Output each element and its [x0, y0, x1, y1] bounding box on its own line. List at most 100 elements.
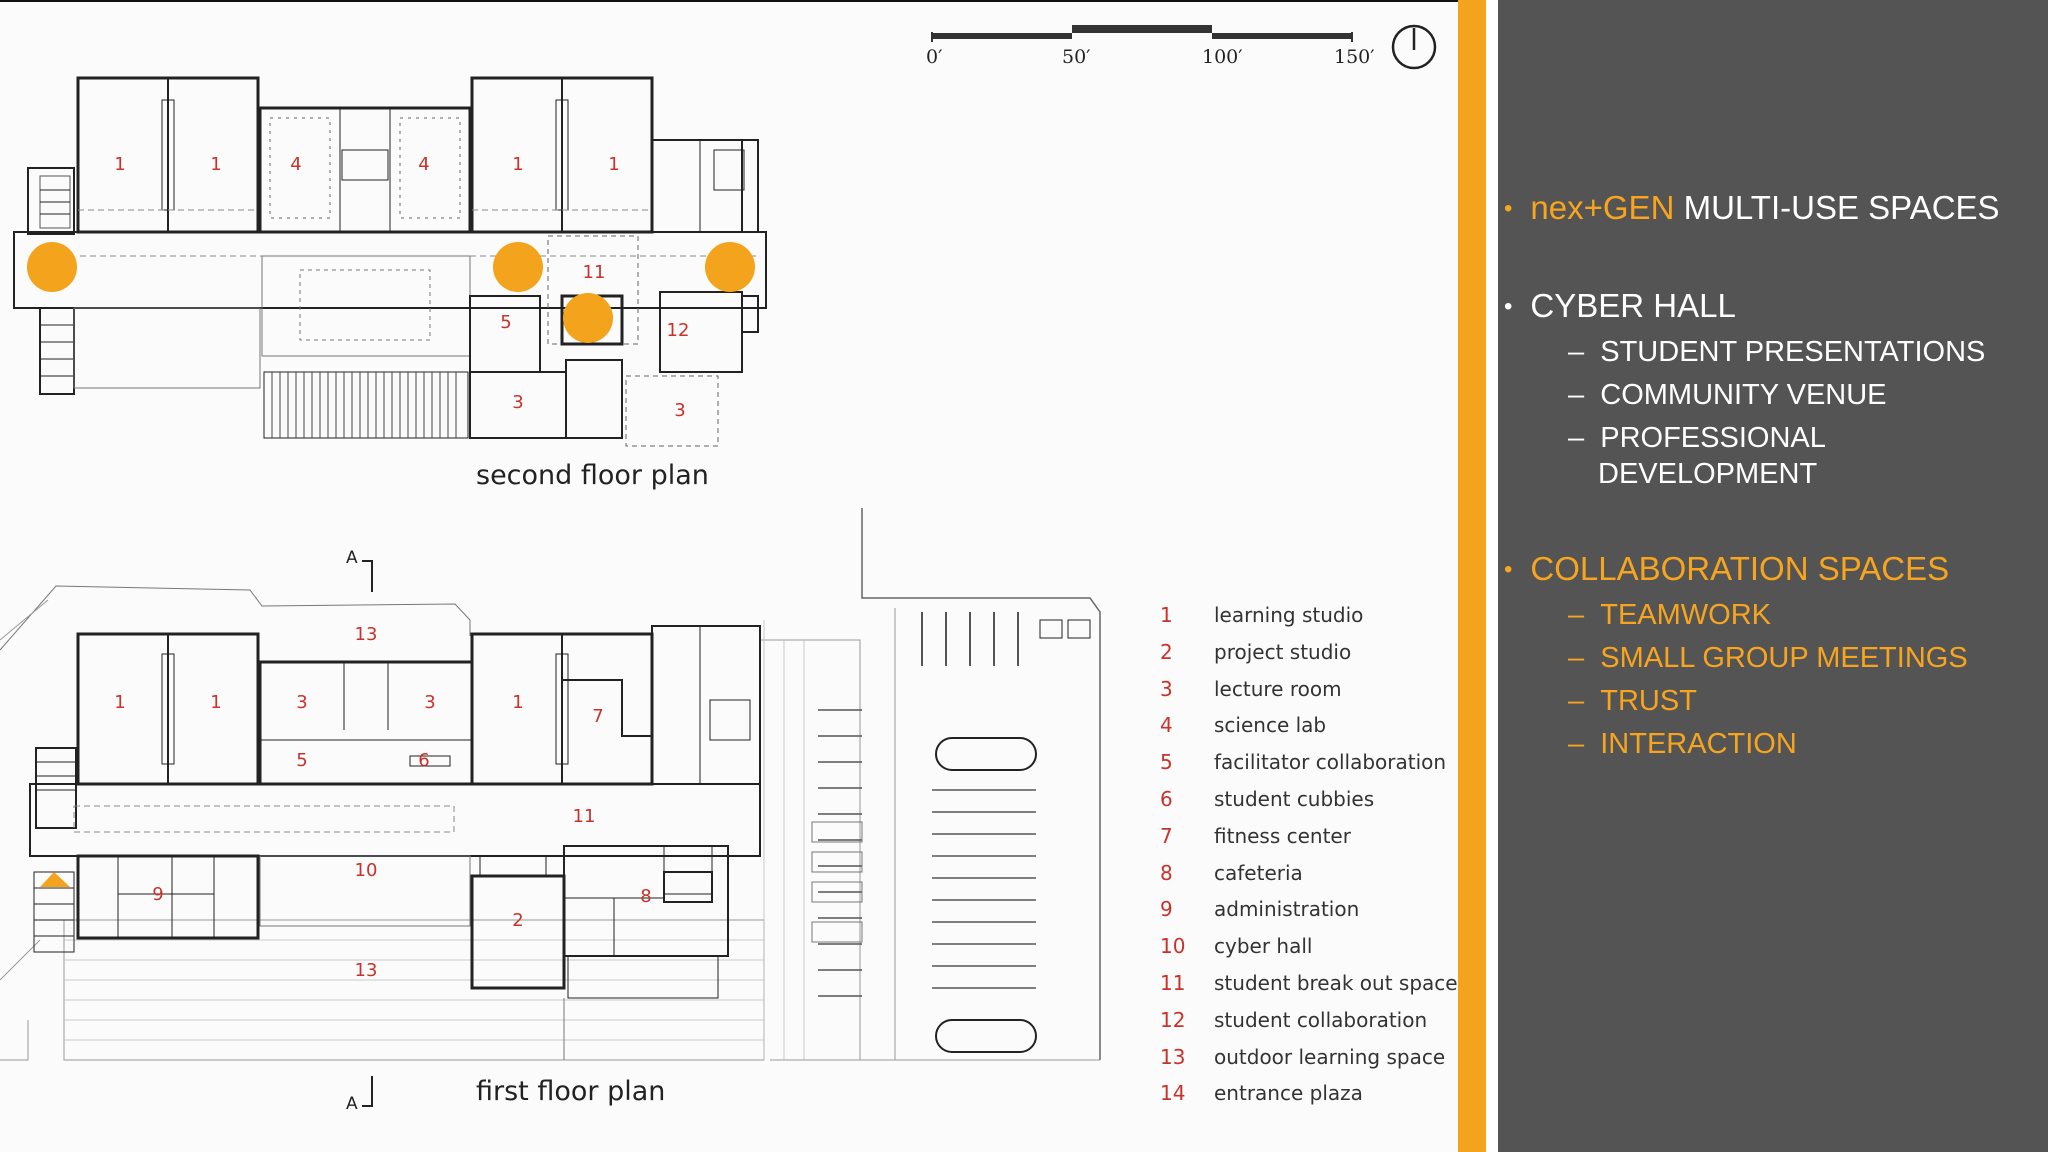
marker-dot: [563, 293, 613, 343]
room-number-1g: 1: [512, 692, 523, 713]
room-number-5: 5: [500, 312, 511, 333]
dash: –: [1568, 422, 1601, 454]
scale-label-0: 0′: [926, 46, 943, 68]
legend-number: 5: [1160, 750, 1173, 775]
floor-plan-drawing: 1 1 4 4 1 1 11 5 12 3 3 13 1 1 3 3 1 7 5…: [0, 0, 1458, 1107]
multi-use-space-markers: [27, 242, 755, 343]
first-floor-title: first floor plan: [476, 1076, 666, 1107]
collab-sub-1: – TEAMWORK: [1568, 597, 1771, 633]
cyber-sub-3-cont: DEVELOPMENT: [1598, 458, 1818, 490]
room-number-12: 12: [667, 320, 690, 341]
room-number-13b: 13: [355, 960, 378, 981]
room-number-6: 6: [418, 750, 429, 771]
cyber-sub-3-text: PROFESSIONAL: [1600, 422, 1826, 454]
cyber-hall-label: CYBER HALL: [1530, 287, 1736, 324]
room-number-1b: 1: [210, 154, 221, 175]
legend-number: 10: [1160, 934, 1186, 959]
cyber-sub-1: – STUDENT PRESENTATIONS: [1568, 334, 1985, 370]
legend-number: 7: [1160, 823, 1173, 848]
room-number-2: 2: [512, 910, 523, 931]
legend-number: 9: [1160, 897, 1173, 922]
room-number-4b: 4: [418, 154, 429, 175]
room-number-9: 9: [152, 884, 163, 905]
second-floor-title: second floor plan: [476, 460, 709, 491]
cyber-sub-1-text: STUDENT PRESENTATIONS: [1600, 336, 1986, 368]
bullet-dot: •: [1504, 556, 1513, 583]
dash: –: [1568, 642, 1601, 674]
room-number-3d: 3: [424, 692, 435, 713]
collab-sub-2-text: SMALL GROUP MEETINGS: [1600, 642, 1968, 674]
legend-label: science lab: [1214, 713, 1327, 738]
room-number-1f: 1: [210, 692, 221, 713]
room-number-10: 10: [355, 860, 378, 881]
bullet-dot: •: [1504, 195, 1513, 222]
legend-label: lecture room: [1214, 676, 1342, 701]
collab-sub-3: – TRUST: [1568, 683, 1697, 719]
legend-label: project studio: [1214, 639, 1352, 664]
bullet-collab: • COLLABORATION SPACES: [1504, 551, 1949, 588]
second-floor-room-numbers: 1 1 4 4 1 1 11 5 12 3 3: [114, 154, 689, 421]
legend-label: administration: [1214, 897, 1360, 922]
dash: –: [1568, 336, 1601, 368]
room-number-13a: 13: [355, 624, 378, 645]
legend-number: 12: [1160, 1007, 1186, 1032]
legend-number: 11: [1160, 970, 1186, 995]
scale-bar: [931, 25, 1353, 42]
collab-sub-4-text: INTERACTION: [1600, 728, 1797, 760]
legend-label: facilitator collaboration: [1214, 750, 1447, 775]
room-number-1e: 1: [114, 692, 125, 713]
accent-stripe: [1458, 0, 1486, 1152]
room-number-11b: 11: [573, 806, 596, 827]
room-number-1c: 1: [512, 154, 523, 175]
collab-label: COLLABORATION SPACES: [1530, 550, 1950, 587]
nexgen-rest: MULTI-USE SPACES: [1674, 189, 2000, 226]
floor-plan-panel: 1 1 4 4 1 1 11 5 12 3 3 13 1 1 3 3 1 7 5…: [0, 0, 1458, 1152]
cyber-sub-3: – PROFESSIONAL: [1568, 420, 1826, 456]
legend-number: 2: [1160, 639, 1173, 664]
legend-number: 8: [1160, 860, 1173, 885]
scale-label-50: 50′: [1062, 46, 1091, 68]
first-floor-plan: [0, 508, 1101, 1107]
north-arrow-icon: [1391, 24, 1437, 70]
room-number-7: 7: [592, 706, 603, 727]
second-floor-plan: [13, 76, 767, 447]
legend-label: student cubbies: [1214, 786, 1375, 811]
cyber-sub-2-text: COMMUNITY VENUE: [1600, 379, 1887, 411]
first-floor-room-numbers: 13 1 1 3 3 1 7 5 6 11 10 9 8 2 13: [114, 624, 651, 981]
room-number-1d: 1: [608, 154, 619, 175]
legend-number: 3: [1160, 676, 1173, 701]
section-marker-bottom: A: [346, 1094, 358, 1114]
legend-label: student break out space: [1214, 970, 1458, 995]
legend-label: learning studio: [1214, 603, 1364, 627]
room-number-5b: 5: [296, 750, 307, 771]
divider-gap: [1486, 0, 1498, 1152]
legend-number: 14: [1160, 1081, 1186, 1106]
legend-number: 1: [1160, 603, 1173, 627]
marker-dot: [705, 242, 755, 292]
room-number-8: 8: [640, 886, 651, 907]
bullet-dot: •: [1504, 293, 1513, 320]
scale-label-100: 100′: [1202, 46, 1243, 68]
collab-sub-2: – SMALL GROUP MEETINGS: [1568, 640, 1968, 676]
room-number-3a: 3: [512, 392, 523, 413]
dash: –: [1568, 728, 1601, 760]
legend-number: 4: [1160, 713, 1173, 738]
room-number-1a: 1: [114, 154, 125, 175]
legend-label: cyber hall: [1214, 934, 1313, 959]
legend-number: 13: [1160, 1044, 1186, 1069]
room-number-3b: 3: [674, 400, 685, 421]
legend-label: student collaboration: [1214, 1007, 1428, 1032]
nexgen-brand: nex+GEN: [1530, 189, 1675, 226]
room-number-11: 11: [583, 262, 606, 283]
legend-label: outdoor learning space: [1214, 1044, 1446, 1069]
bullet-panel: • nex+GEN MULTI-USE SPACES • CYBER HALL – …: [1498, 0, 2048, 1152]
collab-sub-1-text: TEAMWORK: [1600, 599, 1772, 631]
section-marker-top: A: [346, 548, 358, 568]
legend-number: 6: [1160, 786, 1173, 811]
entrance-triangle-icon: [40, 872, 70, 887]
legend-label: entrance plaza: [1214, 1081, 1363, 1106]
legend-label: fitness center: [1214, 823, 1351, 848]
dash: –: [1568, 599, 1601, 631]
marker-dot: [27, 242, 77, 292]
scale-label-150: 150′: [1334, 46, 1375, 68]
